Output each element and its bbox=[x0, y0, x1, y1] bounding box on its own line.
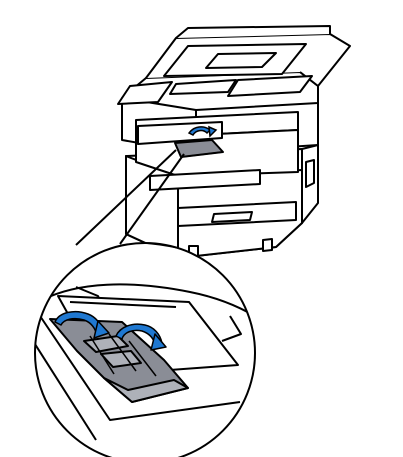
printer bbox=[118, 26, 350, 258]
zoom-detail-view bbox=[18, 241, 264, 457]
